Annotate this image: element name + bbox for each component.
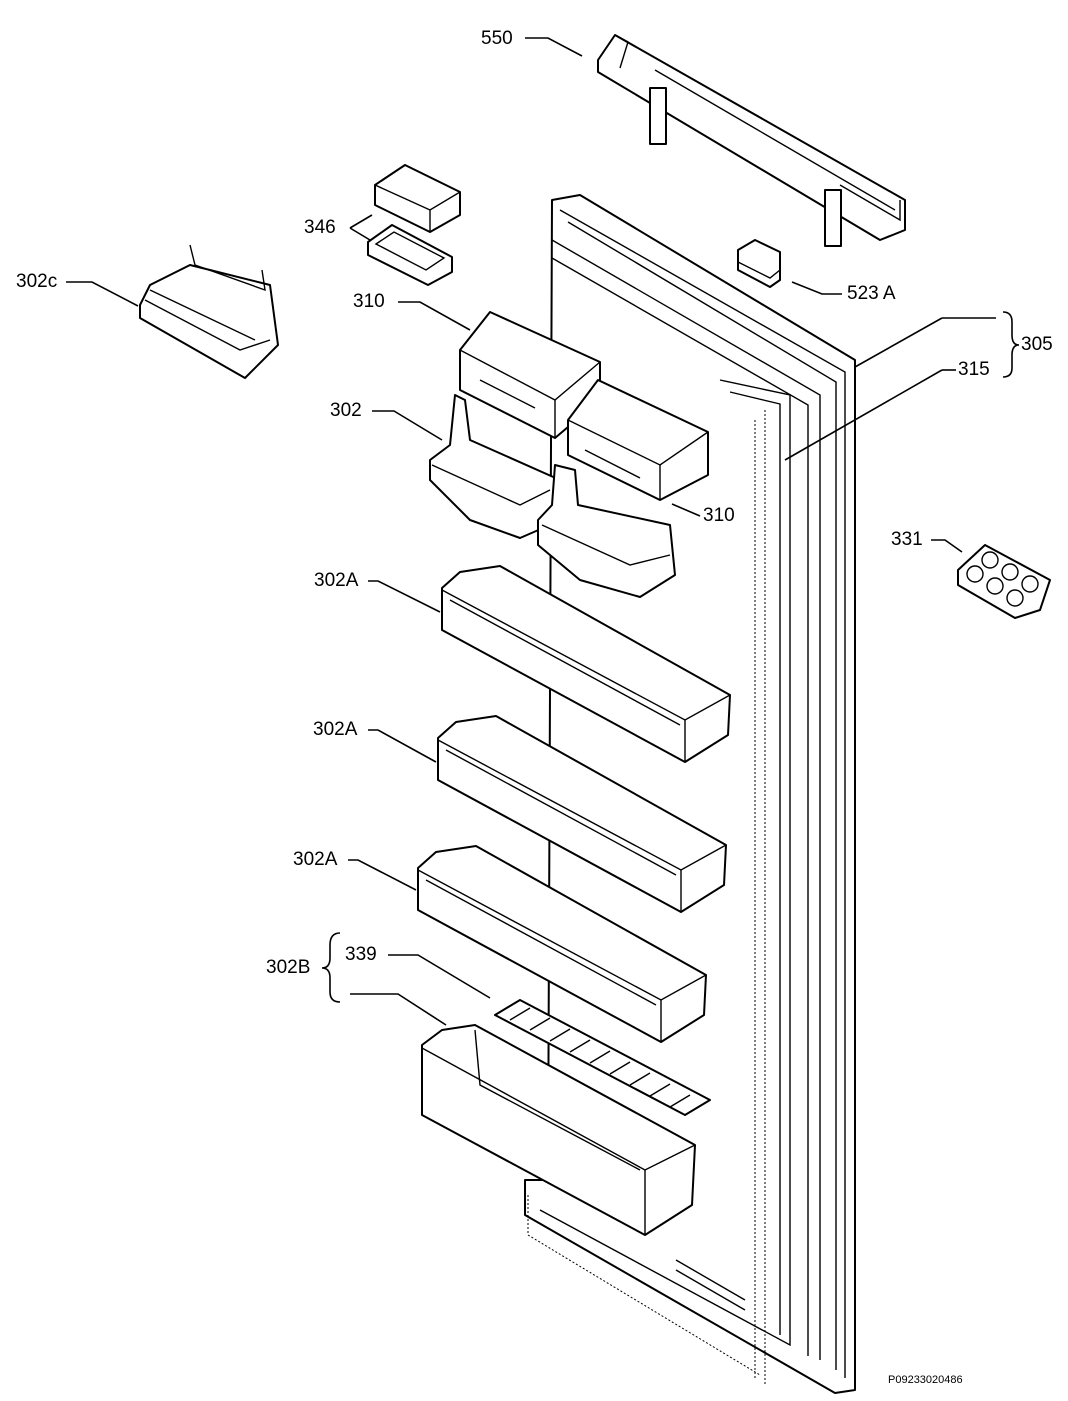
- hinge-cover-part: [597, 34, 906, 247]
- filter-box-part: [367, 164, 461, 286]
- label-310-top: 310: [353, 291, 385, 312]
- label-315: 315: [958, 359, 990, 380]
- dairy-shelf-right: [537, 464, 676, 598]
- door-gasket: [524, 194, 856, 1394]
- label-302a-3: 302A: [293, 849, 338, 870]
- label-331: 331: [891, 529, 923, 550]
- catch-part: [737, 239, 781, 288]
- label-305: 305: [1021, 334, 1053, 355]
- label-310-bottom: 310: [703, 505, 735, 526]
- dairy-cover-right: [567, 379, 709, 501]
- label-302a-2: 302A: [313, 719, 358, 740]
- label-302b: 302B: [266, 957, 311, 978]
- egg-tray-part: [957, 544, 1051, 619]
- drawing-id: P09233020486: [888, 1374, 963, 1386]
- bottle-bin-part: [421, 1024, 696, 1236]
- leader-lines: [66, 37, 996, 1026]
- label-302c: 302c: [16, 271, 58, 292]
- door-bin-3: [417, 845, 707, 1043]
- brace-302b: [321, 932, 341, 1003]
- label-550: 550: [481, 28, 513, 49]
- door-bin-1: [441, 565, 731, 763]
- bottle-rack-part: [494, 999, 711, 1116]
- label-339: 339: [345, 944, 377, 965]
- brace-305: [1002, 311, 1020, 378]
- label-346: 346: [304, 217, 336, 238]
- label-302a-1: 302A: [314, 570, 359, 591]
- door-bin-2: [437, 715, 727, 913]
- label-302: 302: [330, 400, 362, 421]
- label-523a: 523 A: [847, 283, 896, 304]
- small-shelf-part: [139, 244, 279, 379]
